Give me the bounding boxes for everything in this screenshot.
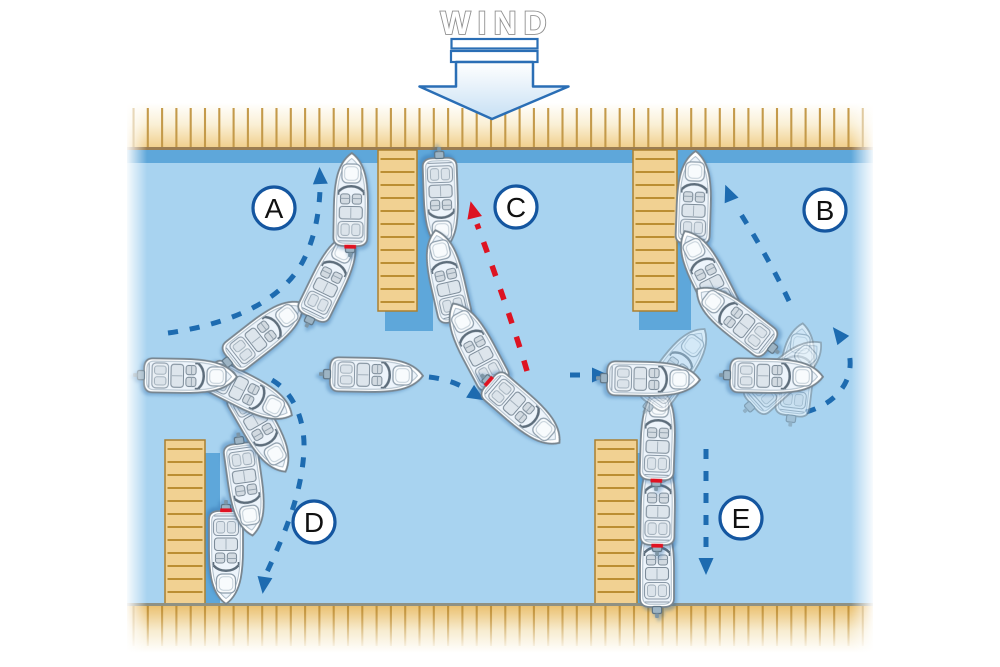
arrow-turn-c xyxy=(428,374,485,401)
arrowhead-icon xyxy=(467,201,482,220)
wind-label: WIND xyxy=(440,5,553,41)
arrow-reverse-c xyxy=(467,201,530,372)
right-edge-fade xyxy=(851,95,875,660)
wind-arrow-bar-1 xyxy=(450,37,539,50)
arrowhead-icon xyxy=(466,384,485,401)
marker-letter: E xyxy=(732,503,751,534)
marker-letter: D xyxy=(304,507,324,538)
path-arrows-layer xyxy=(167,167,853,594)
marker-circle xyxy=(291,499,337,545)
marker-letter: B xyxy=(816,195,835,226)
dock-bottom-quay xyxy=(127,603,873,653)
marker-circle xyxy=(251,185,297,231)
marker-circle xyxy=(718,495,764,541)
arrowhead-icon xyxy=(698,558,714,575)
arrowhead-icon xyxy=(724,184,739,204)
dock-surface xyxy=(127,603,873,653)
arrow-approach-a xyxy=(167,167,328,336)
boat-a-docked xyxy=(331,151,371,259)
arrow-reverse-e xyxy=(698,449,714,575)
motor-red-marker xyxy=(651,543,664,548)
marker-c: C xyxy=(493,184,539,230)
dashed-path xyxy=(428,374,470,393)
markers-layer: A B C D E xyxy=(251,184,848,545)
quay-shadow-strip xyxy=(127,150,873,163)
wind-down-arrow-icon xyxy=(418,60,570,121)
arrow-rotate-b xyxy=(805,327,853,415)
dashed-path xyxy=(264,377,307,574)
boat-e-back-2 xyxy=(638,450,678,558)
marker-b: B xyxy=(802,187,848,233)
boat-e-back-1 xyxy=(637,385,678,493)
dashed-path xyxy=(167,189,323,336)
marker-a: A xyxy=(251,185,297,231)
boats-layer xyxy=(131,145,834,620)
dashed-path xyxy=(805,349,853,415)
arrow-approach-b xyxy=(724,184,792,303)
marker-d: D xyxy=(291,499,337,545)
boat-d-docked xyxy=(207,498,245,606)
motor-red-marker xyxy=(220,508,232,513)
dock-surface xyxy=(632,149,678,312)
arrowhead-icon xyxy=(257,576,273,594)
boat-c-turn xyxy=(468,360,572,457)
dock-surface xyxy=(377,149,418,312)
dashed-path xyxy=(474,223,530,372)
marker-circle xyxy=(802,187,848,233)
arrowhead-icon xyxy=(312,167,328,185)
dock-surface xyxy=(164,439,206,605)
left-edge-fade xyxy=(125,95,147,660)
docks-layer xyxy=(127,103,873,653)
marker-letter: A xyxy=(265,193,284,224)
motor-red-marker xyxy=(483,375,494,387)
motor-red-marker xyxy=(344,244,357,249)
marker-letter: C xyxy=(506,192,526,223)
arrowhead-icon xyxy=(832,327,850,346)
dashed-path xyxy=(734,206,792,303)
dock-surface xyxy=(594,439,638,605)
dock-finger-top-center xyxy=(377,149,433,331)
wind-arrow-bar-2 xyxy=(449,49,539,64)
motor-red-marker xyxy=(650,478,663,483)
arrow-approach-d xyxy=(257,377,307,594)
marker-e: E xyxy=(718,495,764,541)
marker-circle xyxy=(493,184,539,230)
wind-indicator: WIND xyxy=(418,4,570,121)
